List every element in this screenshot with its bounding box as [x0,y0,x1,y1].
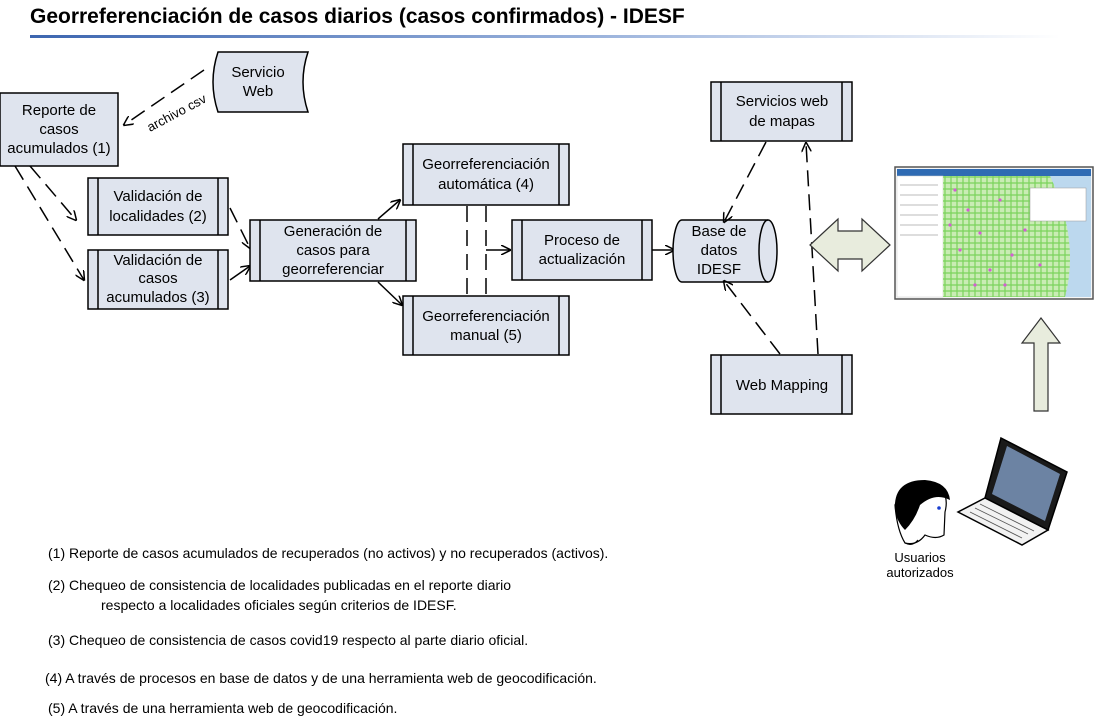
proceso-node: Proceso de actualización [511,219,653,281]
generacion-line-3: georreferenciar [282,261,384,278]
webmapping-to-servicios-arrow [806,143,819,355]
validacion-casos-line-3: acumulados (3) [106,289,209,306]
web-mapping-node: Web Mapping [710,354,853,415]
generacion-to-automatica-arrow [377,200,400,220]
servicio-web-node: Servicio Web [212,51,310,113]
base-datos-line-2: datos [701,242,738,259]
servicios-to-base-arrow [724,141,767,222]
generacion-node: Generación de casos para georreferenciar [249,219,417,282]
reporte-line-1: Reporte de [22,102,96,119]
geo-manual-line-2: manual (5) [450,327,522,344]
localidades-to-generacion-arrow [229,207,250,248]
validacion-casos-line-1: Validación de [114,252,203,269]
servicio-web-line-1: Servicio [231,64,284,81]
geo-automatica-line-1: Georreferenciación [422,156,550,173]
reporte-node: Reporte de casos acumulados (1) [0,92,119,167]
generacion-line-2: casos para [296,242,370,259]
up-arrow-icon [1020,317,1062,412]
servicio-web-line-2: Web [243,83,274,100]
usuarios-line-1: Usuarios [894,550,946,565]
servicios-mapas-node: Servicios web de mapas [710,81,853,142]
servicios-mapas-line-1: Servicios web [736,93,829,110]
validacion-casos-node: Validación de casos acumulados (3) [87,249,229,310]
title-underline [30,35,1060,38]
usuarios-label: Usuarios autorizados [880,550,960,580]
proceso-line-1: Proceso de [544,232,620,249]
note-4: (4) A través de procesos en base de dato… [45,670,597,686]
validacion-localidades-line-1: Validación de [114,188,203,205]
note-1: (1) Reporte de casos acumulados de recup… [48,545,609,561]
note-2: (2) Chequeo de consistencia de localidad… [48,577,512,593]
validacion-casos-line-2: casos [138,270,177,287]
user-avatar-icon [894,480,950,545]
webmapping-to-base-arrow [724,281,781,355]
note-2-continued: respecto a localidades oficiales según c… [101,597,457,613]
usuarios-line-2: autorizados [886,565,954,580]
note-5: (5) A través de una herramienta web de g… [48,700,398,716]
map-screenshot [894,166,1094,300]
servicios-mapas-line-2: de mapas [749,113,815,130]
base-datos-line-3: IDESF [697,261,741,278]
casos-to-generacion-arrow [229,266,250,281]
note-3: (3) Chequeo de consistencia de casos cov… [48,632,529,648]
validacion-localidades-node: Validación de localidades (2) [87,177,229,236]
generacion-to-manual-arrow [377,281,402,305]
page-title: Georreferenciación de casos diarios (cas… [30,5,685,28]
double-arrow-icon [809,217,891,273]
web-mapping-label: Web Mapping [736,377,828,394]
reporte-line-2: casos [39,121,78,138]
base-datos-node: Base de datos IDESF [672,219,778,283]
validacion-localidades-line-2: localidades (2) [109,208,207,225]
reporte-line-3: acumulados (1) [7,140,110,157]
geo-manual-line-1: Georreferenciación [422,308,550,325]
base-datos-line-1: Base de [691,223,746,240]
reporte-to-localidades-arrow [29,165,76,220]
csv-arrow [124,69,205,125]
geo-automatica-node: Georreferenciación automática (4) [402,143,570,206]
generacion-line-1: Generación de [284,223,382,240]
proceso-line-2: actualización [539,251,626,268]
reporte-to-casos-arrow [14,165,84,280]
laptop-icon [956,436,1068,546]
geo-automatica-line-2: automática (4) [438,176,534,193]
geo-manual-node: Georreferenciación manual (5) [402,295,570,356]
archivo-csv-label: archivo csv [144,91,209,135]
